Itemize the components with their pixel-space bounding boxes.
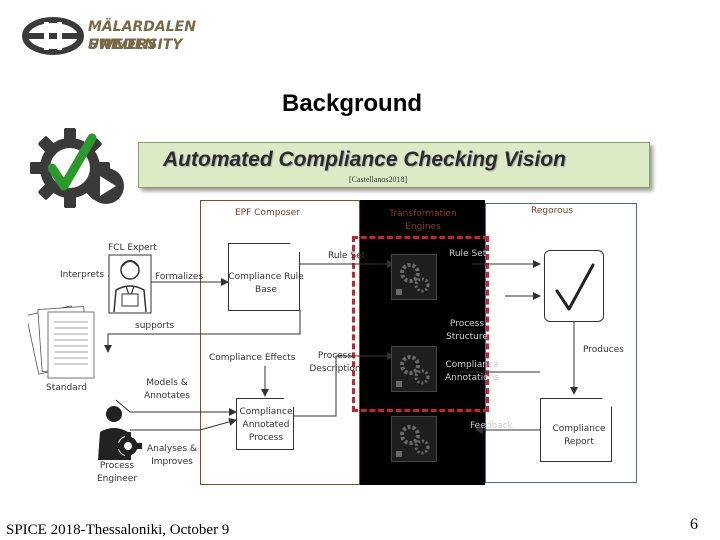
interprets-label: Interprets: [60, 270, 105, 280]
footer-text: SPICE 2018-Thessaloniki, October 9: [6, 522, 230, 538]
vision-title: Automated Compliance Checking Vision: [163, 148, 566, 171]
university-logo: MÄLARDALEN UNIVERSITY SWEDEN: [22, 16, 252, 56]
engine-gear-top: [391, 254, 437, 300]
epf-composer-panel: [200, 200, 360, 485]
standard-label: Standard: [46, 383, 87, 393]
citation: [Castellanos2018]: [349, 175, 408, 184]
compliance-effects-label: Compliance Effects: [209, 353, 296, 363]
process-description-label: Process Description: [309, 351, 361, 374]
regorous-panel: [485, 203, 637, 483]
produces-label: Produces: [583, 345, 624, 355]
regorous-label: Regorous: [531, 206, 574, 216]
compliance-annotated-process-doc: [236, 398, 294, 450]
gear-icon: [396, 355, 430, 387]
fcl-expert-label: FCL Expert: [108, 243, 157, 253]
analyses-improves-label: Analyses & Improves: [147, 444, 197, 467]
rule-set-right-label: Rule Set: [449, 249, 487, 259]
standard-documents-icon: [28, 305, 95, 379]
university-country: SWEDEN: [88, 37, 156, 53]
formalizes-label: Formalizes: [155, 272, 204, 282]
regorous-check-box: [544, 250, 604, 322]
highlight-dashed-border: [352, 236, 489, 412]
supports-label: supports: [135, 321, 175, 331]
compliance-annotated-process-label: Compliance Annotated Process: [239, 407, 293, 443]
gear-icon: [396, 425, 430, 457]
fcl-expert-person-icon: [108, 254, 152, 314]
transformation-engines-label: Transformation Engines: [389, 209, 457, 232]
compliance-rule-base-label: Compliance Rule Base: [228, 272, 304, 295]
university-logo-icon: [22, 17, 84, 55]
process-structure-label: Process Structure: [446, 319, 488, 342]
university-name: MÄLARDALEN UNIVERSITY: [88, 19, 196, 53]
page-number: 6: [690, 516, 698, 533]
gear-icon: [396, 263, 430, 295]
compliance-annotations-label: Compliance Annotations: [444, 360, 500, 383]
feedback-label: Feedback: [470, 421, 513, 431]
compliance-report-doc: [540, 398, 612, 462]
engine-gear-bottom: [391, 416, 437, 462]
checkmark-icon: [555, 263, 595, 311]
rule-set-left-label: Rule Set: [328, 251, 366, 261]
process-engineer-gear-person-icon: [98, 406, 142, 460]
compliance-rule-base-doc: [228, 243, 300, 311]
vision-box: Automated Compliance Checking Vision [Ca…: [138, 142, 650, 188]
compliance-report-label: Compliance Report: [552, 424, 606, 447]
process-engineer-label: Process Engineer: [96, 461, 138, 484]
gear-checkmark-play-icon: [30, 128, 124, 208]
models-annotates-label: Models & Annotates: [144, 378, 190, 401]
engine-gear-middle: [391, 346, 437, 392]
slide-title: Background: [282, 90, 423, 117]
epf-composer-label: EPF Composer: [235, 208, 300, 218]
